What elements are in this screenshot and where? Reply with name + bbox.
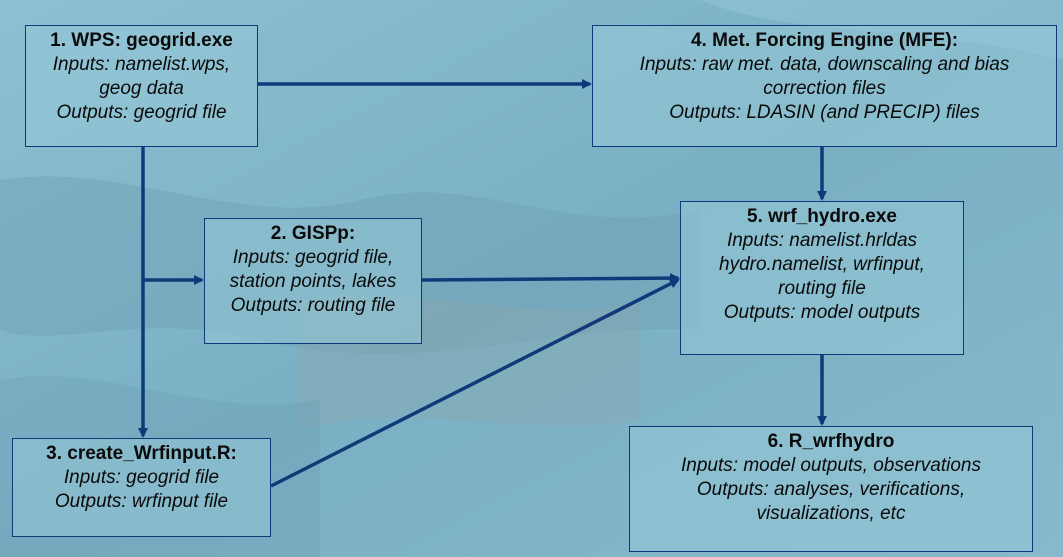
step-1-line: geog data <box>99 78 184 99</box>
step-2-title: 2. GISPp: <box>270 223 356 244</box>
step-5-line: hydro.namelist, wrfinput, <box>719 254 925 275</box>
step-5-line: routing file <box>778 278 866 299</box>
step-2-line: station points, lakes <box>229 271 397 292</box>
step-2-line: Outputs: routing file <box>230 295 396 316</box>
step-4-line: Inputs: raw met. data, downscaling and b… <box>639 54 1010 75</box>
step-2-gispp-box: 2. GISPp: Inputs: geogrid file, station … <box>204 218 422 344</box>
step-6-line: visualizations, etc <box>756 503 906 524</box>
step-2-line: Inputs: geogrid file, <box>232 247 394 268</box>
step-4-title: 4. Met. Forcing Engine (MFE): <box>690 30 959 51</box>
step-3-create-wrfinput-box: 3. create_Wrfinput.R: Inputs: geogrid fi… <box>12 438 271 537</box>
step-5-line: Inputs: namelist.hrldas <box>726 230 918 251</box>
step-1-line: Outputs: geogrid file <box>56 102 227 123</box>
step-5-line: Outputs: model outputs <box>723 302 921 323</box>
step-4-line: correction files <box>763 78 886 99</box>
step-3-line: Outputs: wrfinput file <box>54 491 229 512</box>
step-6-r-wrfhydro-box: 6. R_wrfhydro Inputs: model outputs, obs… <box>629 426 1033 552</box>
step-1-title: 1. WPS: geogrid.exe <box>50 30 233 51</box>
step-5-wrf-hydro-box: 5. wrf_hydro.exe Inputs: namelist.hrldas… <box>680 201 964 355</box>
step-4-line: Outputs: LDASIN (and PRECIP) files <box>669 102 980 123</box>
step-3-title: 3. create_Wrfinput.R: <box>46 443 237 464</box>
step-6-line: Outputs: analyses, verifications, <box>696 479 966 500</box>
step-3-line: Inputs: geogrid file <box>63 467 220 488</box>
step-1-wps-box: 1. WPS: geogrid.exe Inputs: namelist.wps… <box>25 25 258 147</box>
step-1-line: Inputs: namelist.wps, <box>52 54 231 75</box>
step-4-mfe-box: 4. Met. Forcing Engine (MFE): Inputs: ra… <box>592 25 1057 147</box>
step-6-title: 6. R_wrfhydro <box>767 431 895 452</box>
step-6-line: Inputs: model outputs, observations <box>681 455 981 476</box>
step-5-title: 5. wrf_hydro.exe <box>747 206 897 227</box>
